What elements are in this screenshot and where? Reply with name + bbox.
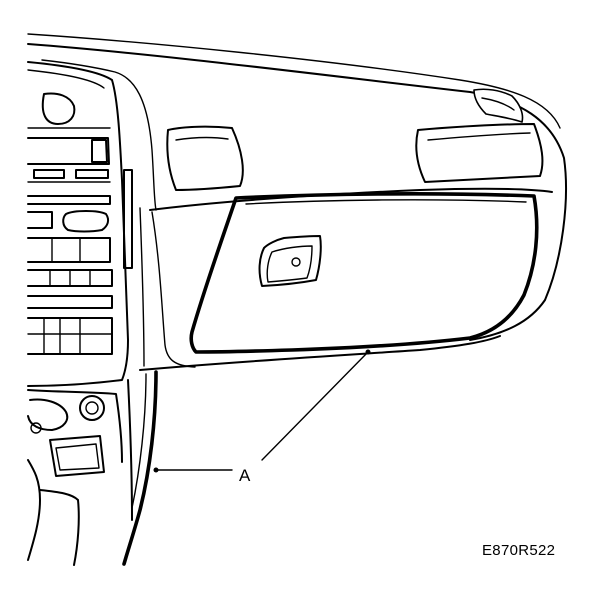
center-console — [27, 61, 145, 387]
leader-lines-a — [153, 349, 371, 473]
air-vents — [166, 88, 544, 191]
lower-console — [27, 379, 133, 566]
figure-code: E870R522 — [482, 542, 556, 559]
dashboard-upper-outline — [27, 33, 567, 371]
side-panel-edge — [122, 370, 158, 566]
glove-box-handle — [258, 235, 322, 287]
glove-box-door — [189, 192, 539, 354]
callout-label-a: A — [239, 466, 251, 485]
